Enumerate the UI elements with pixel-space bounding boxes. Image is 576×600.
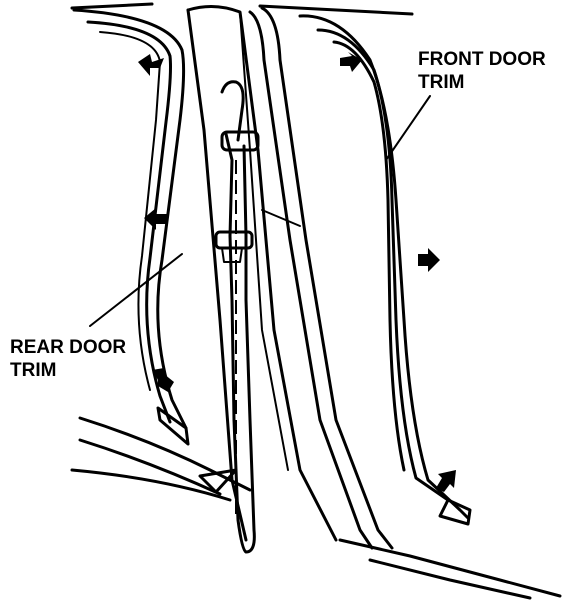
rear-door-trim-label: REAR DOOR TRIM: [10, 336, 126, 382]
b-pillar-trim: [186, 5, 394, 550]
front-door-trim-label: FRONT DOOR TRIM: [418, 48, 546, 94]
front-door-trim-label-line-2: TRIM: [418, 72, 465, 93]
door-sill: [70, 416, 562, 600]
removal-direction-arrow-icon: [138, 52, 456, 492]
rear-leader-line: [89, 253, 183, 327]
seat-belt: [214, 80, 260, 554]
rear-door-trim-label-line-1: REAR DOOR: [10, 337, 127, 358]
rear-door-trim-label-line-2: TRIM: [10, 360, 57, 381]
rear-door-trim-part: [72, 8, 190, 446]
front-leader-line: [385, 95, 431, 161]
front-door-trim-part: [298, 14, 472, 526]
front-door-trim-label-line-1: FRONT DOOR: [418, 49, 546, 70]
roof-line: [70, 2, 414, 16]
